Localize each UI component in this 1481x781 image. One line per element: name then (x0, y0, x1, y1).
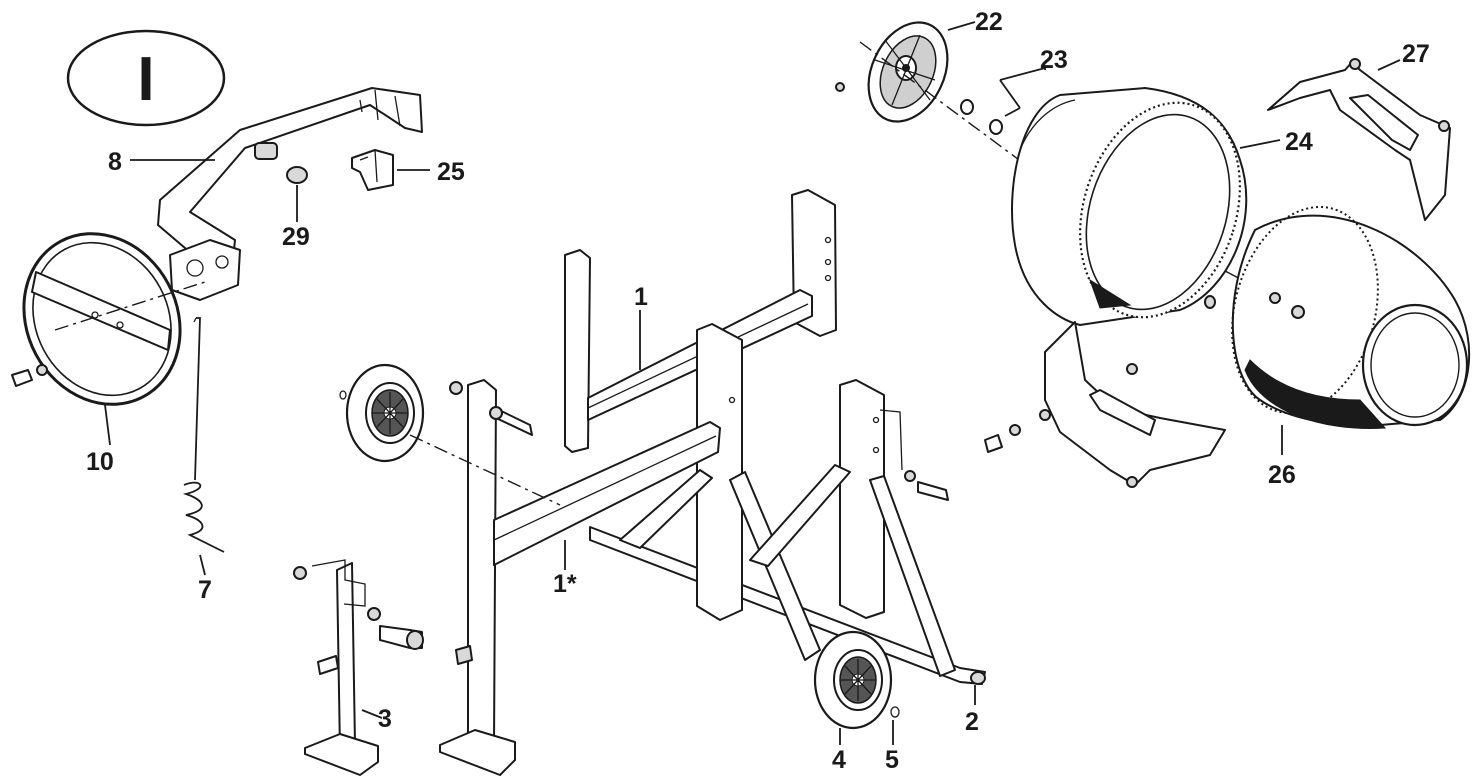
wheel-left (339, 363, 425, 463)
label-1: 1 (634, 283, 648, 311)
label-4: 4 (832, 746, 846, 774)
label-5: 5 (885, 746, 899, 774)
part-24-drum-ring (1011, 87, 1248, 326)
part-23-bushings (960, 99, 1003, 135)
part-3-stand-leg (293, 559, 424, 776)
part-8-lever (157, 87, 423, 301)
label-8: 8 (108, 148, 122, 176)
part-27-upper-bracket (1267, 58, 1451, 221)
label-1-star: 1* (553, 570, 577, 598)
part-22-hub-plate (835, 21, 949, 123)
label-23: 23 (1040, 46, 1068, 74)
label-3: 3 (378, 705, 392, 733)
language-badge: I (66, 29, 226, 127)
label-10: 10 (86, 448, 114, 476)
label-2: 2 (965, 708, 979, 736)
part-1-star-main-frame (439, 323, 986, 776)
leader-lines (104, 21, 1401, 745)
badge-letter: I (137, 45, 154, 114)
part-4-wheel (813, 630, 893, 730)
frame-bolts (449, 381, 949, 501)
label-7: 7 (198, 576, 212, 604)
part-5-washer (890, 706, 900, 718)
label-27: 27 (1402, 40, 1430, 68)
lower-bracket (984, 321, 1226, 488)
part-7-spring-rod (182, 317, 225, 553)
part-26-drum-cone (1204, 205, 1471, 429)
part-25-clip (351, 149, 394, 191)
label-25: 25 (437, 158, 465, 186)
part-29-knob (286, 166, 308, 184)
label-22: 22 (975, 8, 1003, 36)
axis-left (409, 434, 561, 506)
label-29: 29 (282, 223, 310, 251)
label-26: 26 (1268, 461, 1296, 489)
part-labels: 8 25 29 10 7 1 1* 3 4 5 2 22 23 24 27 26 (86, 8, 1430, 774)
part-10-handwheel (11, 232, 206, 406)
label-24: 24 (1285, 128, 1313, 156)
